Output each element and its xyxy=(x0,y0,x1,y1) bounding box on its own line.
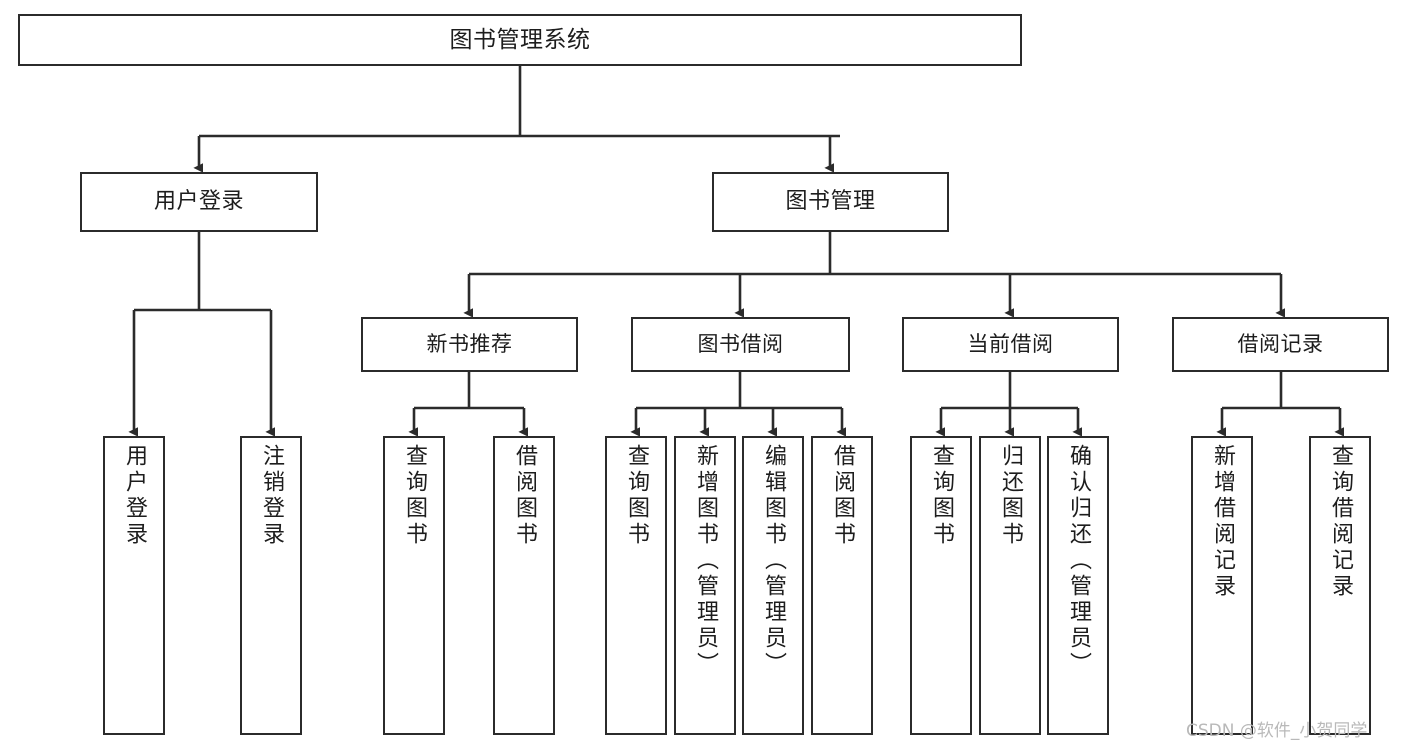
csdn-watermark: CSDN @软件_小贺同学 xyxy=(1186,721,1368,741)
leaf-current-return-book[interactable]: 归还图书 xyxy=(979,436,1041,735)
node-label: 图书借阅 xyxy=(697,331,784,356)
node-book-management[interactable]: 图书管理 xyxy=(712,172,949,232)
node-label: 编辑图书（管理员） xyxy=(761,444,786,678)
leaf-borrow-borrow-book[interactable]: 借阅图书 xyxy=(811,436,873,735)
leaf-borrow-edit-book-admin[interactable]: 编辑图书（管理员） xyxy=(742,436,804,735)
node-label: 查询图书 xyxy=(929,444,954,548)
node-label: 确认归还（管理员） xyxy=(1066,444,1091,678)
node-label: 查询图书 xyxy=(624,444,649,548)
node-label: 新书推荐 xyxy=(426,331,513,356)
node-current-borrow[interactable]: 当前借阅 xyxy=(902,317,1119,372)
node-book-borrow[interactable]: 图书借阅 xyxy=(631,317,850,372)
node-borrow-record[interactable]: 借阅记录 xyxy=(1172,317,1389,372)
node-label: 新增借阅记录 xyxy=(1210,444,1235,600)
node-user-login[interactable]: 用户登录 xyxy=(80,172,318,232)
node-label: 归还图书 xyxy=(998,444,1023,548)
node-new-book-recommend[interactable]: 新书推荐 xyxy=(361,317,578,372)
node-label: 查询借阅记录 xyxy=(1328,444,1353,600)
node-label: 借阅图书 xyxy=(830,444,855,548)
node-root-system[interactable]: 图书管理系统 xyxy=(18,14,1022,66)
node-label: 图书管理 xyxy=(785,189,876,215)
leaf-user-login-signout[interactable]: 注销登录 xyxy=(240,436,302,735)
node-label: 查询图书 xyxy=(402,444,427,548)
leaf-user-login-signin[interactable]: 用户登录 xyxy=(103,436,165,735)
leaf-borrow-add-book-admin[interactable]: 新增图书（管理员） xyxy=(674,436,736,735)
leaf-record-query-record[interactable]: 查询借阅记录 xyxy=(1309,436,1371,735)
node-label: 注销登录 xyxy=(259,444,284,548)
node-label: 借阅记录 xyxy=(1237,331,1324,356)
leaf-record-add-record[interactable]: 新增借阅记录 xyxy=(1191,436,1253,735)
node-label: 新增图书（管理员） xyxy=(693,444,718,678)
leaf-current-query-book[interactable]: 查询图书 xyxy=(910,436,972,735)
leaf-current-confirm-return-admin[interactable]: 确认归还（管理员） xyxy=(1047,436,1109,735)
node-label: 当前借阅 xyxy=(967,331,1054,356)
node-label: 图书管理系统 xyxy=(449,26,591,53)
node-label: 用户登录 xyxy=(122,444,147,548)
leaf-recommend-query-book[interactable]: 查询图书 xyxy=(383,436,445,735)
leaf-recommend-borrow-book[interactable]: 借阅图书 xyxy=(493,436,555,735)
leaf-borrow-query-book[interactable]: 查询图书 xyxy=(605,436,667,735)
node-label: 借阅图书 xyxy=(512,444,537,548)
node-label: 用户登录 xyxy=(153,189,244,215)
